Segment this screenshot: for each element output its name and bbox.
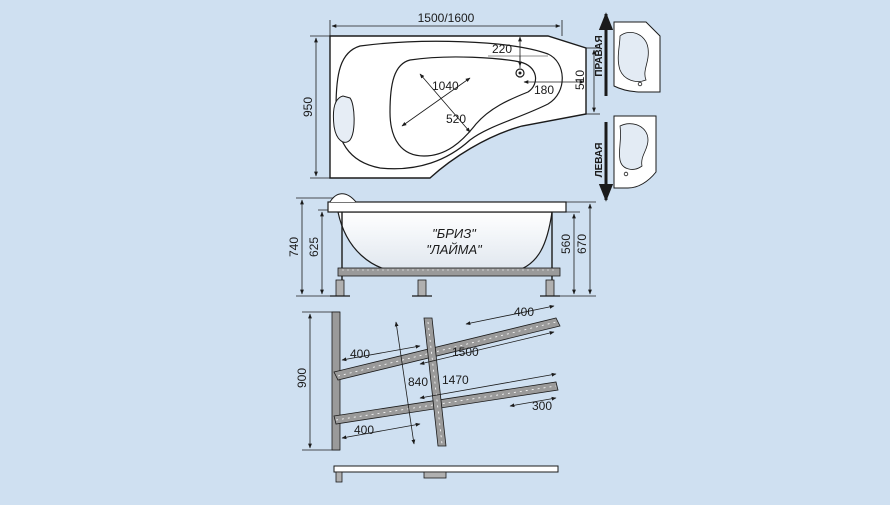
frame-top-right-label: 400 <box>514 305 534 319</box>
frame-length-1-label: 1500 <box>452 345 479 359</box>
frame-top-left-label: 400 <box>350 347 370 361</box>
variant-left-label: ЛЕВАЯ <box>594 143 605 178</box>
model-name-2: "ЛАЙМА" <box>426 241 483 257</box>
drain-right-label: 180 <box>534 83 554 97</box>
frame-center-label: 840 <box>408 375 428 389</box>
side-feet <box>330 279 560 297</box>
right-inner-label: 560 <box>559 234 573 254</box>
variant-left: ЛЕВАЯ <box>594 115 657 202</box>
frame-length-2-label: 1470 <box>442 373 469 387</box>
rim-height-label: 625 <box>307 237 321 257</box>
frame-bottom-right-label: 300 <box>532 399 552 413</box>
variant-right: ПРАВАЯ <box>594 12 661 96</box>
bowl-width-label: 520 <box>446 112 466 126</box>
bowl-length-label: 1040 <box>432 79 459 93</box>
frame-left-bar <box>331 311 341 451</box>
headrest <box>332 95 355 143</box>
frame-view: 900 840 400 400 1500 1470 400 300 <box>295 304 561 451</box>
variant-right-label: ПРАВАЯ <box>594 35 605 76</box>
frame-bottom-bar <box>333 381 559 425</box>
total-height-label: 740 <box>287 237 301 257</box>
side-tub-rim <box>327 201 567 213</box>
frame-height-label: 900 <box>295 368 309 388</box>
model-name-1: "БРИЗ" <box>432 226 477 241</box>
tub-bowl <box>389 56 537 157</box>
side-view: 740 625 "БРИЗ" "ЛАЙМА" 560 670 <box>287 193 596 297</box>
bottom-profile-plate <box>333 465 559 473</box>
frame-bottom-left-label: 400 <box>354 423 374 437</box>
width-label: 1500/1600 <box>418 11 475 25</box>
right-outer-label: 670 <box>575 234 589 254</box>
bottom-profile <box>333 465 559 483</box>
drain-top-label: 220 <box>492 42 512 56</box>
side-frame-bar <box>337 267 561 277</box>
right-side-label: 510 <box>573 70 587 90</box>
height-label: 950 <box>301 97 315 117</box>
top-view: 1500/1600 950 1040 520 220 180 510 <box>301 11 600 179</box>
